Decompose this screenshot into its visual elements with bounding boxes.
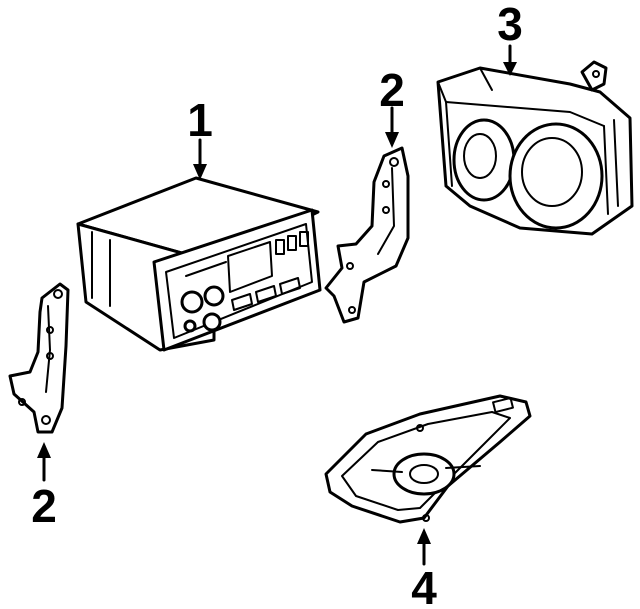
- bracket-right: [324, 146, 410, 324]
- speaker-oval: [324, 394, 532, 524]
- speaker-enclosure: [436, 60, 634, 236]
- callout-1: 1: [187, 94, 213, 146]
- callout-arrows: [37, 44, 517, 566]
- callout-4: 4: [411, 562, 437, 609]
- bracket-left: [8, 282, 70, 434]
- callout-3: 3: [497, 0, 523, 50]
- callout-2-right: 2: [379, 64, 405, 116]
- radio-unit: [76, 176, 322, 352]
- callout-2-left: 2: [31, 480, 57, 532]
